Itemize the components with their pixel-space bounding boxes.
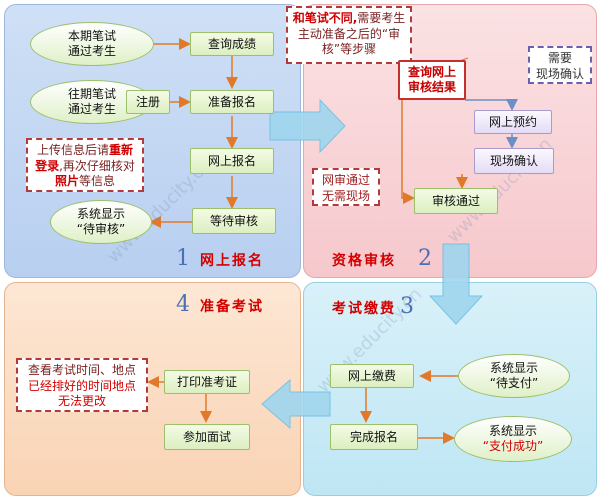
panel4-title: 准备考试 [200, 299, 264, 315]
node-attend-interview-label: 参加面试 [182, 429, 231, 444]
panel3-title: 考试缴费 [332, 301, 396, 317]
node-online-appointment-label: 网上预约 [488, 114, 537, 129]
panel3-number: 3 [400, 294, 414, 319]
node-print-ticket-label: 打印准考证 [176, 374, 237, 389]
node-wait-review-label: 等待审核 [209, 213, 258, 228]
callout-differs-from-written: 和笔试不同,需要考生主动准备之后的“审核”等步骤 [286, 6, 412, 64]
node-attend-interview: 参加面试 [164, 424, 250, 450]
node-online-appointment: 网上预约 [474, 110, 552, 134]
callout-top-rest: 需要考生主动准备之后的“审核”等步骤 [297, 11, 406, 57]
node-register-label: 注册 [135, 94, 160, 109]
callout-upload-text-c: 等信息 [79, 174, 116, 189]
panel1-title: 网上报名 [200, 253, 264, 269]
callout-online-pass: 网审通过 无需现场 [312, 168, 380, 206]
panel4-number: 4 [176, 292, 190, 317]
node-query-review-result: 查询网上 审核结果 [398, 60, 466, 100]
node-online-payment: 网上缴费 [330, 364, 414, 388]
node-wait-review: 等待审核 [192, 208, 276, 234]
node-complete-signup: 完成报名 [330, 424, 418, 450]
node-status-pending-payment: 系统显示 “待支付” [458, 354, 570, 398]
callout-exam-info-b: 已经排好的时间地点 无法更改 [27, 378, 136, 409]
callout-upload-red2: 照片 [54, 174, 79, 189]
node-review-passed-label: 审核通过 [431, 193, 480, 208]
node-online-signup-label: 网上报名 [207, 153, 256, 168]
node-status-pending-review: 系统显示 “待审核” [50, 200, 152, 244]
node-prepare-signup-label: 准备报名 [207, 94, 256, 109]
node-print-ticket: 打印准考证 [164, 370, 250, 394]
node-status-pending-review-label: 系统显示 “待审核” [76, 207, 126, 236]
callout-exam-info-a: 查看考试时间、地点 [27, 363, 136, 377]
node-prepare-signup: 准备报名 [190, 90, 274, 114]
callout-upload-reminder: 上传信息后请重新登录,再次仔细核对照片等信息 [26, 138, 144, 192]
node-query-score: 查询成绩 [190, 32, 274, 56]
node-status-paid-red: “支付成功” [482, 439, 544, 453]
callout-need-onsite: 需要 现场确认 [528, 46, 592, 84]
node-current-candidates-label: 本期笔试 通过考生 [67, 29, 116, 58]
callout-exam-info: 查看考试时间、地点 已经排好的时间地点 无法更改 [16, 358, 148, 412]
callout-need-onsite-text: 需要 现场确认 [535, 51, 584, 81]
panel2-number: 2 [418, 246, 432, 271]
callout-upload-red: 重新登录 [35, 143, 134, 173]
node-current-candidates: 本期笔试 通过考生 [30, 22, 154, 66]
node-online-signup: 网上报名 [190, 148, 274, 174]
node-review-passed: 审核通过 [414, 188, 498, 214]
panel1-number: 1 [176, 246, 190, 271]
node-register: 注册 [126, 90, 170, 114]
callout-online-pass-text: 网审通过 无需现场 [321, 173, 370, 203]
callout-top-red: 和笔试不同, [292, 11, 358, 25]
callout-upload-text-a: 上传信息后请 [36, 143, 109, 157]
node-onsite-confirm: 现场确认 [474, 148, 554, 174]
node-complete-signup-label: 完成报名 [349, 429, 398, 444]
node-query-review-result-label: 查询网上 审核结果 [407, 65, 456, 94]
callout-upload-text-b: ,再次仔细核对 [59, 158, 135, 173]
node-online-payment-label: 网上缴费 [347, 368, 396, 383]
node-status-paid-label: 系统显示 [488, 424, 537, 438]
node-status-paid: 系统显示 “支付成功” [454, 416, 572, 462]
panel2-title: 资格审核 [332, 253, 396, 269]
node-onsite-confirm-label: 现场确认 [489, 153, 538, 168]
node-query-score-label: 查询成绩 [207, 36, 256, 51]
node-status-pending-payment-label: 系统显示 “待支付” [489, 361, 539, 390]
node-past-candidates-label: 往期笔试 通过考生 [67, 87, 116, 116]
